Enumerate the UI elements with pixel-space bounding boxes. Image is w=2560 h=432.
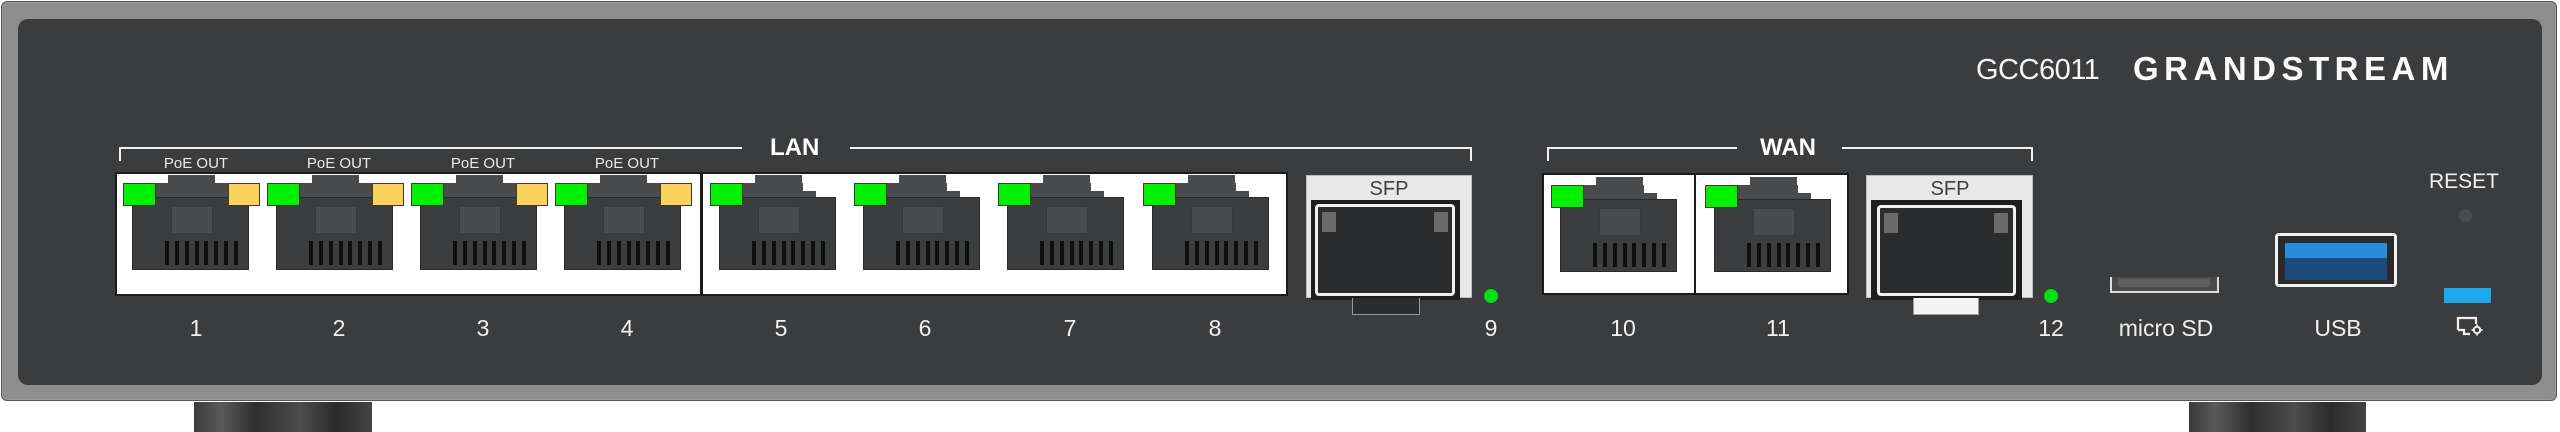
port-number-1: 1	[189, 315, 203, 341]
jack-body	[1152, 197, 1269, 270]
jack-tab	[1750, 177, 1797, 187]
rj45-port-1[interactable]	[123, 175, 260, 279]
jack-tab	[312, 175, 359, 185]
brand-logo: GRANDSTREAM	[2133, 50, 2454, 87]
microsd-slot-inner	[2118, 279, 2210, 287]
rj45-port-6[interactable]	[854, 175, 991, 279]
reset-label: RESET	[2429, 170, 2500, 193]
link-led	[411, 183, 444, 206]
wan-bracket-line-right	[1842, 147, 2033, 149]
poe-led	[660, 183, 692, 206]
link-led	[854, 183, 887, 206]
lan-bracket-right	[1470, 147, 1472, 161]
microsd-label: micro SD	[2118, 315, 2214, 341]
right-foot	[2189, 402, 2366, 432]
jack-body	[132, 197, 249, 270]
rj45-port-5[interactable]	[710, 175, 847, 279]
rj45-port-4[interactable]	[555, 175, 692, 279]
link-led	[1705, 185, 1738, 208]
link-led	[998, 183, 1031, 206]
jack-tab	[456, 175, 503, 185]
link-led	[1551, 185, 1584, 208]
lan-bracket-line-left	[119, 147, 742, 149]
port-number-4: 4	[620, 315, 634, 341]
wan-bracket-left	[1547, 147, 1549, 161]
poe-led	[516, 183, 548, 206]
jack-tab	[600, 175, 647, 185]
link-led	[1143, 183, 1176, 206]
rj45-port-7[interactable]	[998, 175, 1135, 279]
sfp-label-12: SFP	[1930, 178, 1970, 200]
sfp-latch-left	[1322, 212, 1336, 232]
jack-tab	[1188, 175, 1235, 185]
port-number-7: 7	[1063, 315, 1077, 341]
sfp-label-9: SFP	[1369, 178, 1409, 200]
sfp-latch-right	[1994, 213, 2008, 233]
sfp-latch-left	[1884, 213, 1898, 233]
poe-label-1: PoE OUT	[163, 155, 229, 172]
monitor-gear-icon	[2456, 316, 2484, 336]
usb-tongue-body	[2285, 258, 2387, 280]
port-number-12: 12	[2038, 315, 2064, 341]
usb-label: USB	[2314, 315, 2362, 341]
left-foot	[194, 402, 372, 432]
port-number-6: 6	[918, 315, 932, 341]
poe-label-4: PoE OUT	[594, 155, 660, 172]
wan-bracket-right	[2031, 147, 2033, 161]
port-number-10: 10	[1610, 315, 1636, 341]
status-led	[2444, 288, 2491, 303]
port-number-2: 2	[332, 315, 346, 341]
poe-led	[228, 183, 260, 206]
lan-bracket-left	[119, 147, 121, 161]
jack-body	[420, 197, 537, 270]
usb-tongue-top	[2285, 243, 2387, 258]
lan-bracket-line-right	[850, 147, 1472, 149]
port-number-11: 11	[1766, 315, 1790, 341]
sfp-latch-right	[1434, 212, 1448, 232]
link-led	[267, 183, 300, 206]
sfp-tab-12	[1913, 298, 1979, 315]
link-led	[710, 183, 743, 206]
jack-body	[863, 197, 980, 270]
jack-body	[719, 197, 836, 270]
wan-group-label: WAN	[1760, 134, 1816, 161]
jack-tab	[1596, 177, 1643, 187]
poe-label-3: PoE OUT	[450, 155, 516, 172]
sfp-cage-9	[1315, 204, 1455, 296]
sfp-tab-9	[1352, 298, 1420, 315]
sfp-led-9	[1484, 289, 1498, 303]
port-number-5: 5	[774, 315, 788, 341]
sfp-led-12	[2044, 289, 2058, 303]
wan-bracket-line-left	[1547, 147, 1737, 149]
rj45-port-2[interactable]	[267, 175, 404, 279]
model-label: GCC6011	[1976, 54, 2100, 86]
sfp-cage-12	[1877, 205, 2016, 296]
jack-body	[1714, 199, 1831, 272]
lan-group-label: LAN	[770, 134, 820, 161]
link-led	[123, 183, 156, 206]
rj45-port-8[interactable]	[1143, 175, 1280, 279]
jack-body	[1560, 199, 1677, 272]
poe-label-2: PoE OUT	[306, 155, 372, 172]
rj45-port-10[interactable]	[1551, 177, 1688, 281]
reset-button[interactable]	[2459, 209, 2472, 222]
jack-tab	[755, 175, 802, 185]
port-number-9: 9	[1484, 315, 1498, 341]
jack-tab	[168, 175, 215, 185]
jack-body	[564, 197, 681, 270]
link-led	[555, 183, 588, 206]
jack-tab	[1043, 175, 1090, 185]
rj45-port-3[interactable]	[411, 175, 548, 279]
rj45-port-11[interactable]	[1705, 177, 1842, 281]
jack-body	[1007, 197, 1124, 270]
port-number-3: 3	[476, 315, 490, 341]
jack-tab	[899, 175, 946, 185]
jack-body	[276, 197, 393, 270]
port-number-8: 8	[1208, 315, 1222, 341]
poe-led	[372, 183, 404, 206]
